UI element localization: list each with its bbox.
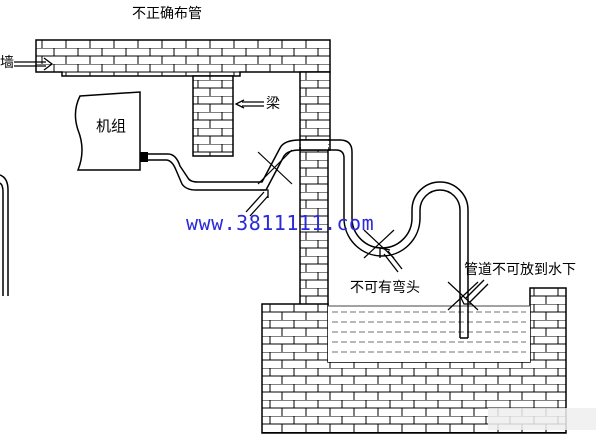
left-pipe-fragment <box>0 174 9 296</box>
label-wall: 墙 <box>0 55 14 71</box>
watermark-smear <box>488 408 596 430</box>
watermark-url: www.3811111.com <box>186 211 375 235</box>
diagram-title: 不正确布管 <box>132 6 202 22</box>
unit <box>74 91 148 171</box>
vertical-wall <box>299 147 329 307</box>
arrow-wall <box>14 57 54 71</box>
label-unit: 机组 <box>96 117 127 135</box>
arrow-water <box>459 279 489 305</box>
x-mark-water <box>447 281 479 311</box>
top-wall <box>35 39 331 151</box>
label-beam: 梁 <box>266 96 280 112</box>
label-no-water: 管道不可放到水下 <box>464 262 576 278</box>
beam <box>192 75 234 157</box>
water <box>328 305 530 362</box>
label-no-bend: 不可有弯头 <box>350 280 420 296</box>
arrow-bend <box>379 247 403 273</box>
x-mark-pipe <box>257 149 293 185</box>
arrow-pipe <box>245 189 269 217</box>
pipe <box>148 139 469 339</box>
arrow-beam <box>234 99 264 109</box>
